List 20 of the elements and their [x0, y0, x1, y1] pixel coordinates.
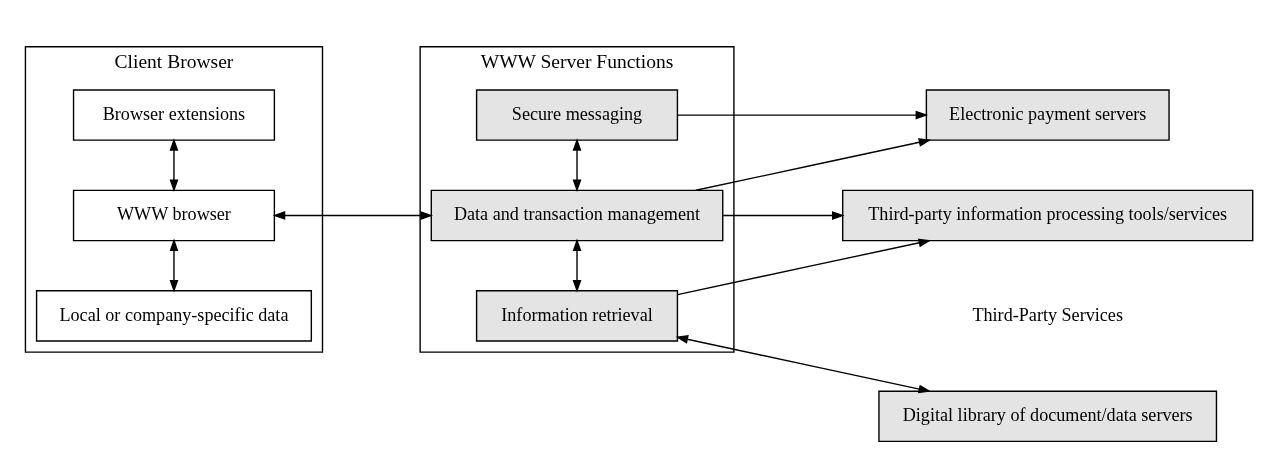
node-box: Third-party information processing tools/services: [842, 189, 1254, 241]
node-box: Electronic payment servers: [925, 88, 1170, 141]
arrow: [272, 210, 433, 220]
arrow: [572, 137, 582, 192]
arrow: [169, 238, 179, 292]
arrow: [675, 334, 932, 393]
node-box: Browser extensions: [72, 88, 276, 141]
arrow: [722, 210, 845, 220]
arrow: [572, 238, 582, 292]
arrow: [676, 238, 932, 295]
node-box: Digital library of document/data servers: [878, 390, 1218, 442]
node-box: Secure messaging: [475, 88, 679, 141]
label: Third-Party Services: [972, 304, 1123, 325]
node-box: Data and transaction management: [430, 189, 724, 241]
node-box: WWW browser: [72, 189, 276, 241]
arrow: [695, 137, 932, 191]
arrow: [676, 110, 929, 119]
node-box: Information retrieval: [475, 289, 679, 342]
node-box: Local or company-specific data: [35, 289, 313, 342]
arrow: [169, 137, 179, 192]
